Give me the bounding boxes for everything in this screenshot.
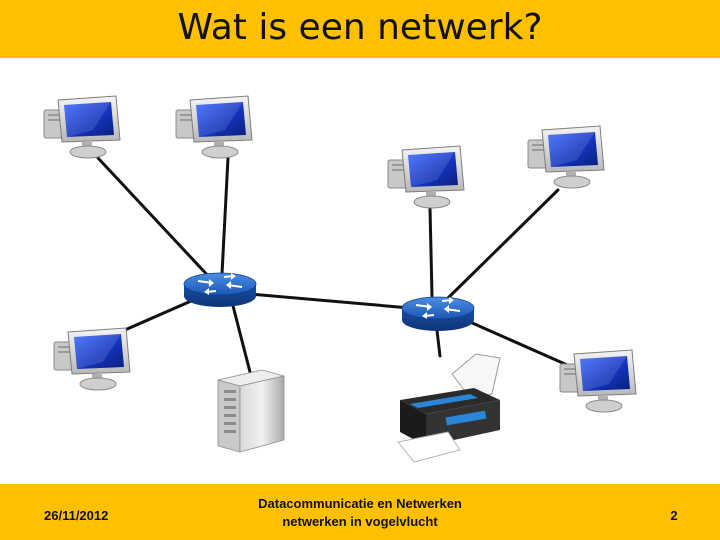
desktop-computer-icon <box>527 125 605 189</box>
network-links <box>96 156 576 374</box>
router-icon <box>183 272 257 308</box>
link-pc1-router1 <box>96 156 214 282</box>
link-pc2-router1 <box>220 156 230 276</box>
desktop-computer-icon <box>175 95 253 159</box>
page-number: 2 <box>670 508 678 523</box>
footer-date: 26/11/2012 <box>44 508 109 523</box>
link-pc4-router2 <box>446 188 560 300</box>
desktop-computer-icon <box>387 145 465 209</box>
footer-course: Datacommunicatie en Netwerken <box>258 496 462 511</box>
title-bar: Wat is een netwerk? <box>0 0 720 58</box>
slide-title: Wat is een netwerk? <box>177 7 543 48</box>
desktop-computer-icon <box>53 327 131 391</box>
desktop-computer-icon <box>559 349 637 413</box>
server-tower-icon <box>217 369 285 453</box>
router-icon <box>401 296 475 332</box>
printer-icon <box>397 353 501 463</box>
link-pc6-router2 <box>468 320 576 370</box>
network-diagram <box>43 95 637 463</box>
footer-center: Datacommunicatie en Netwerken netwerken … <box>210 495 510 531</box>
desktop-computer-icon <box>43 95 121 159</box>
link-pc3-router2 <box>428 206 434 298</box>
footer-bar: 26/11/2012 Datacommunicatie en Netwerken… <box>0 484 720 540</box>
footer-subtitle: netwerken in vogelvlucht <box>282 514 438 529</box>
link-router1-router2 <box>248 292 412 310</box>
link-server-router1 <box>230 300 252 374</box>
